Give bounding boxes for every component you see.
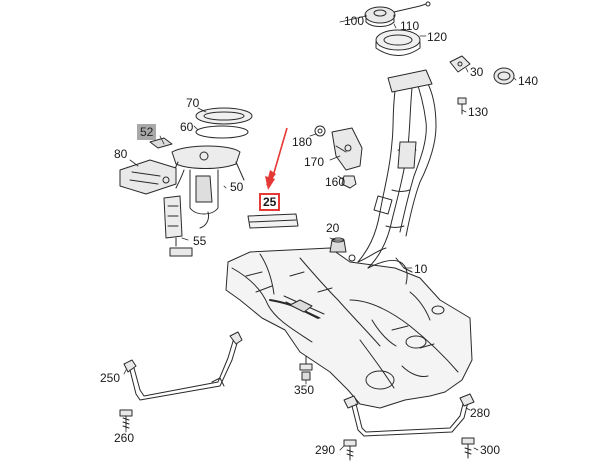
label-100: 100	[344, 14, 365, 28]
label-10: 10	[414, 262, 428, 276]
fuel-tank	[225, 247, 473, 409]
seal-60	[195, 125, 249, 139]
label-55: 55	[193, 234, 207, 248]
label-170: 170	[304, 155, 325, 169]
sender-55	[163, 169, 193, 257]
filler-neck	[348, 69, 437, 285]
label-180: 180	[292, 135, 313, 149]
label-140: 140	[518, 74, 539, 88]
label-110: 110	[400, 19, 420, 33]
label-130: 130	[468, 105, 489, 119]
label-80: 80	[114, 147, 128, 161]
nut-160	[341, 175, 357, 189]
label-50: 50	[230, 180, 244, 194]
bolt-350	[299, 355, 313, 381]
strap-280	[343, 393, 475, 437]
grommet-180	[314, 125, 326, 137]
label-25[interactable]: 25	[259, 193, 281, 211]
filter-25	[247, 213, 299, 229]
bracket-170	[331, 127, 363, 171]
part-20	[329, 237, 347, 253]
label-120: 120	[427, 30, 448, 44]
bolt-300	[461, 437, 475, 459]
label-160: 160	[325, 175, 346, 189]
bracket-30	[449, 55, 471, 73]
bolt-130	[457, 97, 467, 115]
label-260: 260	[114, 431, 135, 445]
seal-ring	[375, 29, 421, 56]
leader-lines	[123, 15, 517, 451]
label-300: 300	[480, 443, 501, 457]
filler-cap	[364, 1, 431, 27]
label-70: 70	[186, 96, 200, 110]
strap-250	[123, 331, 243, 401]
fuel-pump-assembly	[169, 145, 245, 229]
bolt-260	[119, 409, 133, 429]
label-30: 30	[470, 65, 484, 79]
highlight-arrow	[265, 127, 288, 190]
label-350: 350	[294, 383, 315, 397]
lock-ring-70	[195, 107, 253, 125]
module-80	[119, 159, 177, 195]
label-250: 250	[100, 371, 121, 385]
hose-clamp-140	[493, 67, 515, 85]
label-290: 290	[315, 443, 336, 457]
label-20: 20	[326, 221, 340, 235]
label-280: 280	[470, 406, 491, 420]
bolt-290	[343, 439, 357, 461]
label-60: 60	[180, 120, 194, 134]
label-52: 52	[137, 124, 157, 140]
part-52	[149, 137, 173, 149]
